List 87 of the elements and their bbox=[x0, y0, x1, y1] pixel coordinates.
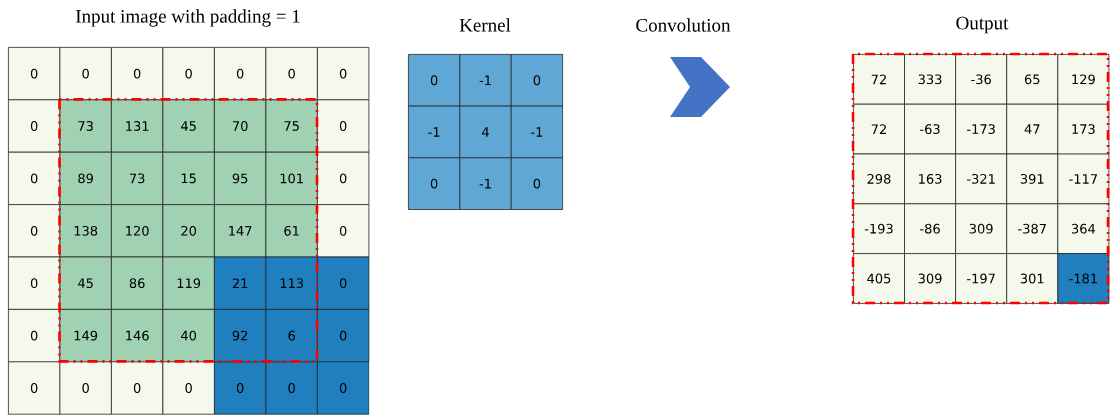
matrix-cell: 0 bbox=[8, 204, 61, 258]
matrix-cell: 4 bbox=[459, 105, 512, 159]
matrix-cell: 45 bbox=[59, 256, 112, 310]
matrix-cell: 0 bbox=[8, 47, 61, 101]
matrix-cell: 45 bbox=[162, 99, 215, 153]
heading: Output bbox=[956, 16, 1009, 34]
matrix-cell: 61 bbox=[265, 204, 318, 258]
matrix-cell: 0 bbox=[59, 361, 112, 415]
matrix-cell: 309 bbox=[904, 253, 956, 304]
matrix-cell: -117 bbox=[1057, 153, 1110, 205]
matrix-cell: -1 bbox=[408, 105, 461, 159]
matrix-cell: 0 bbox=[265, 47, 318, 101]
matrix-cell: 72 bbox=[853, 54, 905, 105]
matrix-cell: -321 bbox=[955, 153, 1008, 205]
matrix-cell: -63 bbox=[904, 103, 956, 155]
matrix-cell: 73 bbox=[59, 99, 112, 153]
matrix-cell: 0 bbox=[408, 54, 461, 107]
matrix-cell: 0 bbox=[8, 151, 61, 205]
matrix-cell: 0 bbox=[510, 157, 563, 210]
matrix-cell: 147 bbox=[214, 204, 267, 258]
matrix-cell: 0 bbox=[111, 361, 164, 415]
matrix-cell: 89 bbox=[59, 151, 112, 205]
matrix-cell: 301 bbox=[1006, 253, 1059, 304]
matrix-cell: 0 bbox=[317, 151, 370, 205]
matrix-cell: 0 bbox=[317, 256, 370, 310]
matrix-cell: 0 bbox=[162, 47, 215, 101]
matrix-cell: 0 bbox=[317, 361, 370, 415]
matrix-cell: 92 bbox=[214, 309, 267, 363]
matrix-cell: 72 bbox=[853, 103, 905, 155]
matrix-cell: 131 bbox=[111, 99, 164, 153]
matrix-cell: 405 bbox=[853, 253, 905, 304]
matrix-cell: 0 bbox=[510, 54, 563, 107]
matrix-cell: 70 bbox=[214, 99, 267, 153]
matrix-cell: 309 bbox=[955, 203, 1008, 254]
heading: Convolution bbox=[636, 18, 731, 32]
matrix-cell: 0 bbox=[8, 99, 61, 153]
matrix-cell: 298 bbox=[853, 153, 905, 205]
matrix-cell: 40 bbox=[162, 309, 215, 363]
matrix-cell: -36 bbox=[955, 54, 1008, 105]
matrix-cell: 146 bbox=[111, 309, 164, 363]
matrix-cell: -1 bbox=[459, 157, 512, 210]
matrix-cell: -387 bbox=[1006, 203, 1059, 254]
matrix-cell: -86 bbox=[904, 203, 956, 254]
matrix-cell: 149 bbox=[59, 309, 112, 363]
matrix-cell: 20 bbox=[162, 204, 215, 258]
matrix-cell: 21 bbox=[214, 256, 267, 310]
matrix-cell: 0 bbox=[317, 47, 370, 101]
matrix-cell: 0 bbox=[317, 99, 370, 153]
heading: Input image with padding = 1 bbox=[75, 9, 300, 27]
matrix-cell: 86 bbox=[111, 256, 164, 310]
matrix-cell: 173 bbox=[1057, 103, 1110, 155]
matrix-cell: -173 bbox=[955, 103, 1008, 155]
matrix-cell: -181 bbox=[1057, 253, 1110, 304]
matrix-cell: 138 bbox=[59, 204, 112, 258]
matrix-cell: 364 bbox=[1057, 203, 1110, 254]
matrix-cell: -193 bbox=[853, 203, 905, 254]
matrix-cell: 0 bbox=[8, 256, 61, 310]
matrix-cell: 6 bbox=[265, 309, 318, 363]
matrix-cell: 0 bbox=[162, 361, 215, 415]
matrix-cell: -1 bbox=[510, 105, 563, 159]
matrix-cell: 0 bbox=[214, 47, 267, 101]
matrix-cell: 0 bbox=[111, 47, 164, 101]
matrix-cell: 47 bbox=[1006, 103, 1059, 155]
matrix-cell: 129 bbox=[1057, 54, 1110, 105]
matrix-cell: 0 bbox=[265, 361, 318, 415]
matrix-cell: -1 bbox=[459, 54, 512, 107]
matrix-cell: 333 bbox=[904, 54, 956, 105]
matrix-cell: 73 bbox=[111, 151, 164, 205]
matrix-cell: 95 bbox=[214, 151, 267, 205]
matrix-cell: 0 bbox=[8, 309, 61, 363]
matrix-cell: 0 bbox=[214, 361, 267, 415]
matrix-cell: 391 bbox=[1006, 153, 1059, 205]
matrix-cell: 15 bbox=[162, 151, 215, 205]
matrix-cell: 119 bbox=[162, 256, 215, 310]
matrix-cell: -197 bbox=[955, 253, 1008, 304]
matrix-cell: 0 bbox=[59, 47, 112, 101]
matrix-cell: 75 bbox=[265, 99, 318, 153]
matrix-cell: 65 bbox=[1006, 54, 1059, 105]
matrix-cell: 120 bbox=[111, 204, 164, 258]
matrix-cell: 0 bbox=[8, 361, 61, 415]
matrix-cell: 0 bbox=[317, 204, 370, 258]
matrix-cell: 0 bbox=[317, 309, 370, 363]
matrix-cell: 163 bbox=[904, 153, 956, 205]
matrix-cell: 113 bbox=[265, 256, 318, 310]
heading: Kernel bbox=[459, 18, 511, 32]
matrix-cell: 0 bbox=[408, 157, 461, 210]
matrix-cell: 101 bbox=[265, 151, 318, 205]
